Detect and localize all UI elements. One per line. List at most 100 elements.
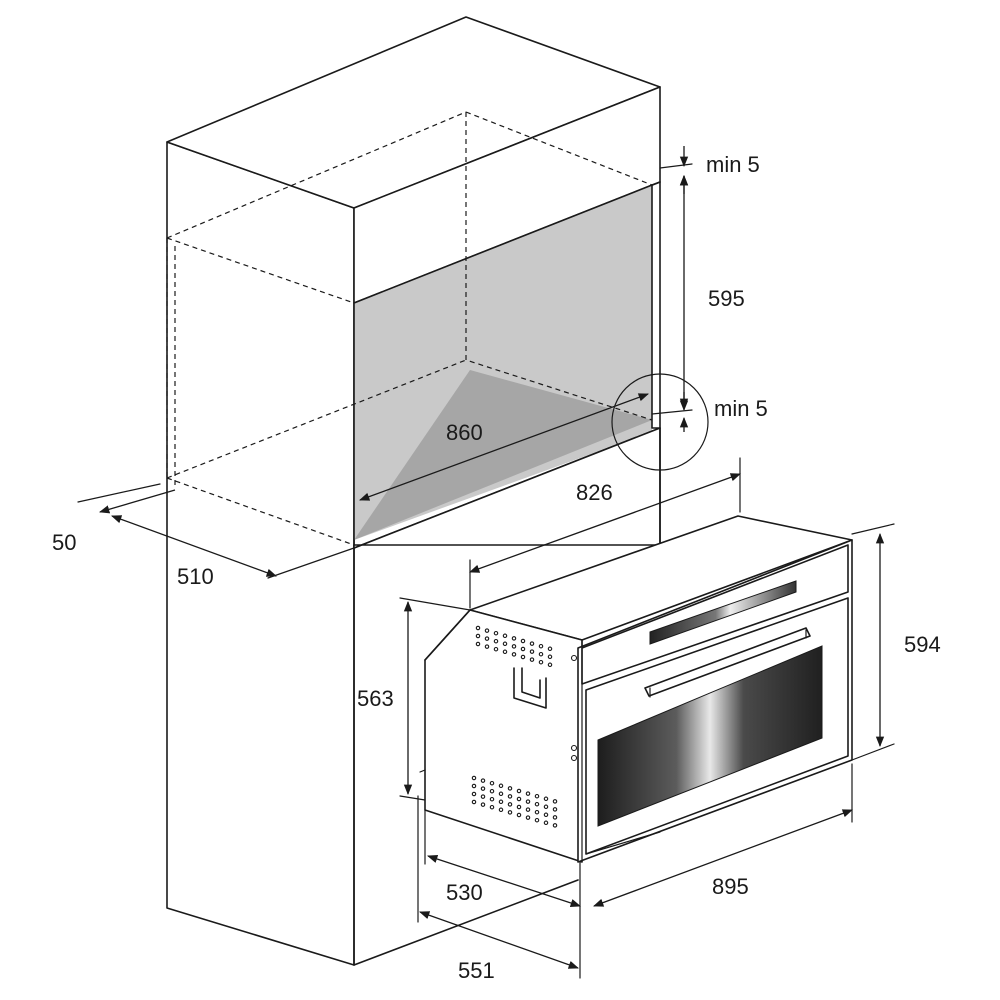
vent-hole bbox=[534, 793, 540, 799]
vent-hole bbox=[511, 652, 517, 657]
vent-hole bbox=[480, 794, 486, 799]
vent-hole bbox=[516, 788, 522, 794]
vent-hole bbox=[520, 654, 526, 660]
oven-foot bbox=[419, 769, 426, 773]
label-50: 50 bbox=[52, 530, 76, 555]
hidden-lower-diag bbox=[166, 477, 355, 546]
vent-hole bbox=[511, 636, 517, 641]
vent-hole bbox=[538, 659, 544, 665]
vent-hole bbox=[516, 812, 522, 818]
niche-outline bbox=[353, 184, 661, 549]
dimension-lines bbox=[77, 146, 895, 979]
vent-hole bbox=[534, 817, 540, 823]
vent-hole bbox=[471, 799, 477, 805]
label-595: 595 bbox=[708, 286, 745, 311]
label-563: 563 bbox=[357, 686, 394, 711]
vent-hole bbox=[507, 786, 513, 791]
screw-icon bbox=[570, 754, 578, 762]
vent-hole bbox=[543, 812, 549, 818]
dim-530-line bbox=[427, 854, 581, 908]
vent-hole bbox=[493, 638, 499, 644]
label-530: 530 bbox=[446, 880, 483, 905]
vent-hole bbox=[502, 641, 508, 647]
vent-hole bbox=[498, 799, 504, 805]
label-551: 551 bbox=[458, 958, 495, 983]
label-860: 860 bbox=[446, 420, 483, 445]
dim-563-ext-bottom bbox=[399, 795, 426, 801]
dim-895-line bbox=[593, 809, 853, 907]
vent-hole bbox=[502, 649, 508, 655]
vent-hole bbox=[480, 786, 486, 791]
oven-body-side bbox=[424, 609, 583, 863]
vent-hole bbox=[489, 804, 495, 810]
label-826: 826 bbox=[576, 480, 613, 505]
vent-hole bbox=[498, 783, 504, 789]
vent-hole bbox=[475, 633, 481, 639]
vent-hole bbox=[516, 796, 522, 802]
vent-hole bbox=[507, 794, 513, 799]
dim-510-ext bbox=[267, 547, 355, 579]
vent-hole bbox=[489, 788, 495, 794]
dim-min5-bottom-ext bbox=[651, 409, 693, 415]
vent-hole bbox=[493, 630, 499, 636]
oven-door-glass bbox=[597, 645, 823, 827]
vent-hole bbox=[529, 657, 535, 662]
vent-hole bbox=[502, 633, 508, 639]
vent-hole bbox=[525, 807, 531, 812]
oven-side-bracket-inner bbox=[521, 667, 541, 699]
vent-hole bbox=[547, 654, 553, 660]
label-895: 895 bbox=[712, 874, 749, 899]
vent-hole bbox=[552, 815, 558, 820]
vent-hole bbox=[534, 809, 540, 815]
dim-50-line bbox=[99, 489, 176, 514]
vent-hole bbox=[525, 815, 531, 820]
vent-hole bbox=[475, 625, 481, 631]
vent-hole bbox=[547, 662, 553, 668]
label-min5-top: min 5 bbox=[706, 152, 760, 177]
screw-icon bbox=[570, 654, 578, 662]
oven-side-bracket bbox=[513, 667, 547, 709]
vent-hole bbox=[489, 780, 495, 786]
vent-hole bbox=[543, 804, 549, 810]
vent-hole bbox=[484, 628, 490, 633]
oven-vents-lower bbox=[471, 775, 558, 828]
vent-hole bbox=[480, 778, 486, 783]
vent-hole bbox=[511, 644, 517, 649]
vent-hole bbox=[484, 644, 490, 649]
vent-hole bbox=[529, 641, 535, 646]
vent-hole bbox=[538, 643, 544, 649]
vent-hole bbox=[552, 799, 558, 804]
vent-hole bbox=[471, 775, 477, 781]
vent-hole bbox=[525, 799, 531, 804]
dim-594-ext-top bbox=[851, 523, 895, 535]
dim-826-line bbox=[469, 473, 741, 573]
vent-hole bbox=[489, 796, 495, 802]
vent-hole bbox=[507, 802, 513, 807]
vent-hole bbox=[516, 804, 522, 810]
dimension-labels: min 5 595 min 5 860 826 50 510 594 563 8… bbox=[52, 152, 941, 983]
vent-hole bbox=[480, 802, 486, 807]
oven-handle-bar bbox=[644, 627, 811, 697]
vent-hole bbox=[471, 791, 477, 797]
vent-hole bbox=[552, 823, 558, 828]
vent-hole bbox=[538, 651, 544, 657]
vent-hole bbox=[520, 638, 526, 644]
vent-hole bbox=[525, 791, 531, 796]
oven-vents-upper bbox=[475, 625, 553, 668]
vent-hole bbox=[471, 783, 477, 789]
label-min5-bottom: min 5 bbox=[714, 396, 768, 421]
dim-594-ext-bottom bbox=[851, 743, 895, 761]
screw-icon bbox=[570, 744, 578, 752]
dim-551-line bbox=[419, 911, 579, 969]
vent-hole bbox=[520, 646, 526, 652]
oven-body-bevel bbox=[424, 609, 471, 661]
oven bbox=[419, 515, 853, 863]
vent-hole bbox=[498, 791, 504, 797]
dim-563-ext-top bbox=[399, 597, 471, 611]
vent-hole bbox=[552, 807, 558, 812]
hidden-top-left bbox=[166, 111, 467, 239]
hidden-upper-diag bbox=[166, 237, 355, 304]
vent-hole bbox=[498, 807, 504, 813]
vent-hole bbox=[529, 649, 535, 654]
